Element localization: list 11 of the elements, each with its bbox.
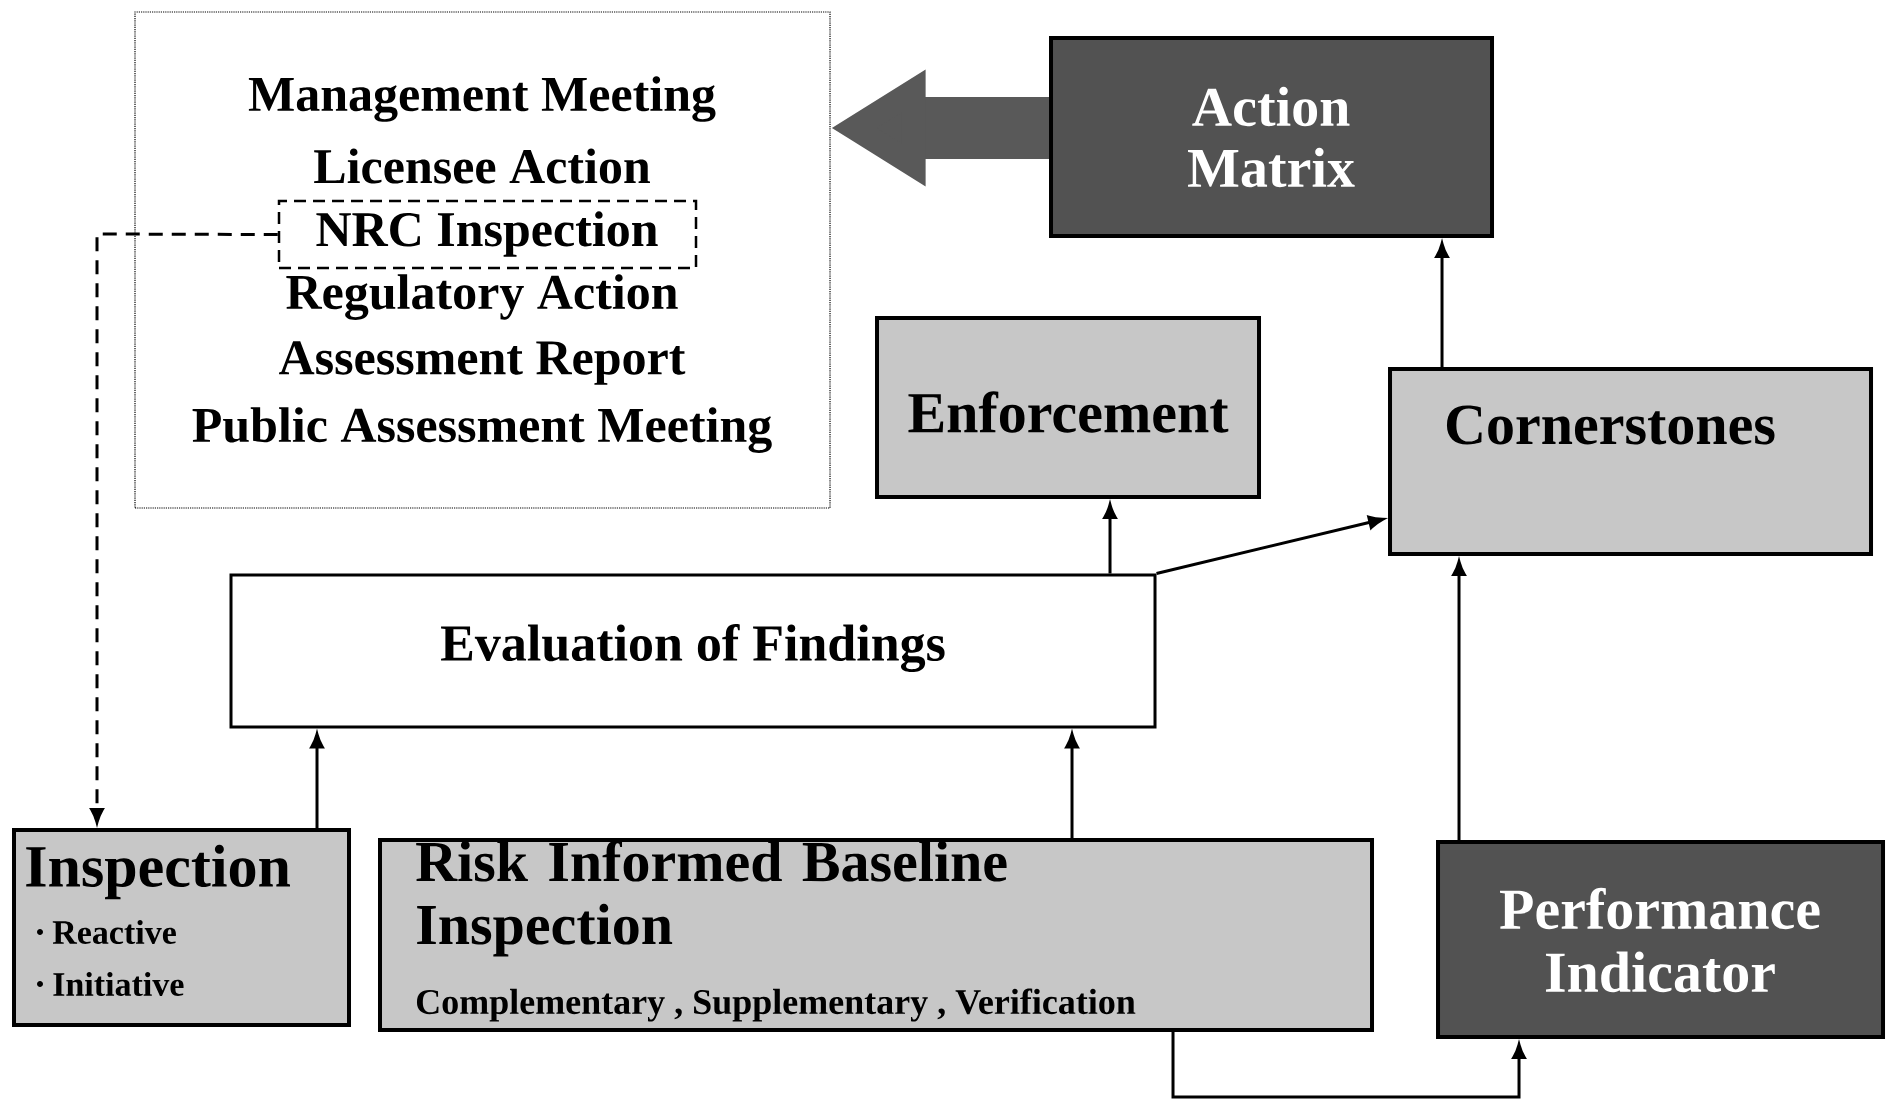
process-box: Inspection Reactive Initiative — [12, 828, 351, 1027]
process-box: Performance Indicator — [1436, 840, 1885, 1039]
process-box: Enforcement — [875, 316, 1261, 499]
dashed-box: NRC Inspection — [277, 199, 698, 270]
process-box: Risk Informed Baseline Inspection Complementary , Supplementary , Verification — [378, 838, 1374, 1032]
arrow — [1171, 1032, 1526, 1099]
process-box: Cornerstones — [1388, 367, 1873, 556]
arrow — [1065, 732, 1079, 838]
process-box: Evaluation of Findings — [229, 573, 1157, 729]
process-box: Action Matrix — [1049, 36, 1494, 238]
arrow — [310, 732, 324, 828]
